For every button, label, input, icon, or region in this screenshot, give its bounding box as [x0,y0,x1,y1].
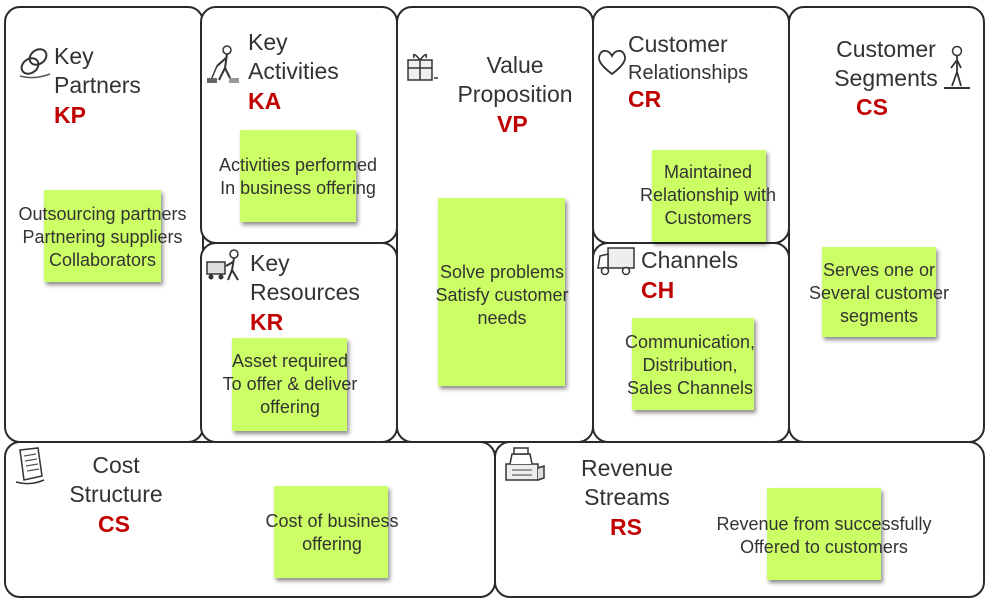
key-activities-title: Key Activities [248,28,339,86]
cost-structure-note-line: offering [302,534,362,554]
customer-relationships-sticky-note [652,150,766,242]
revenue-streams-sticky-note [767,488,881,580]
channels-sticky-note [632,318,754,410]
key-resources-title-line2: Resources [250,279,360,305]
channels-note-line: Distribution, [642,355,738,375]
customer-segments-block [788,6,985,443]
channels-abbr: CH [641,277,675,303]
key-partners-note-text: Outsourcing partners Partnering supplier… [0,203,205,272]
customer-segments-note-text: Serves one or Several customer segments [786,259,972,328]
key-partners-title: Key Partners [54,42,141,100]
customer-segments-note-line: Serves one or [822,260,936,280]
cost-structure-title-line2: Structure [69,481,163,507]
channels-note-line: Sales Channels [626,378,754,398]
value-proposition-title-line2: Proposition [457,81,573,107]
cost-structure-note-line: Cost of business [265,511,399,531]
customer-relationships-title-line2: Relationships [628,62,749,84]
key-partners-sticky-note [44,190,161,282]
key-resources-note-line: To offer & deliver [222,374,358,394]
customer-segments-note-line: Several customer [808,283,950,303]
value-proposition-title-line1: Value [486,52,544,78]
customer-relationships-note-line: Customers [664,208,752,228]
channels-title-line1: Channels [641,247,739,273]
key-partners-title-line1: Key [54,43,94,69]
key-resources-title-line1: Key [250,250,290,276]
key-partners-note-line: Partnering suppliers [22,227,183,247]
customer-relationships-title-line1: Customer [628,31,728,57]
key-partners-note-line: Outsourcing partners [18,204,187,224]
key-resources-title: Key Resources [250,249,360,307]
revenue-streams-title-line1: Revenue [580,455,674,481]
key-activities-title-line2: Activities [248,58,339,84]
value-proposition-sticky-note [438,198,565,386]
key-activities-abbr: KA [248,88,282,114]
channels-title: Channels [641,246,738,275]
cost-structure-block [4,441,496,598]
value-proposition-note-line: needs [477,308,527,328]
customer-segments-abbr: CS [856,94,888,120]
cost-structure-title: Cost Structure [56,451,176,509]
person-icon [942,44,972,92]
channels-note-line: Communication, [624,332,756,352]
revenue-streams-note-line: Revenue from successfully [716,514,932,534]
key-activities-note-line: In business offering [220,178,376,198]
key-activities-title-line1: Key [248,29,288,55]
customer-segments-title: Customer Segments [822,35,950,93]
gift-icon [402,48,440,84]
key-resources-abbr: KR [250,309,284,335]
key-activities-note-line: Activities performed [218,155,378,175]
revenue-streams-note-text: Revenue from successfully Offered to cus… [694,513,954,559]
key-partners-title-line2: Partners [54,72,141,98]
customer-relationships-note-line: Relationship with [639,185,777,205]
worker-cart-icon [204,248,244,284]
receipt-icon [12,446,48,486]
customer-segments-title-line2: Segments [834,65,938,91]
channels-note-text: Communication, Distribution, Sales Chann… [590,331,790,400]
chain-link-icon [16,44,52,80]
revenue-streams-title: Revenue Streams [566,454,688,512]
revenue-streams-note-line: Offered to customers [740,537,908,557]
value-proposition-note-line: Solve problems [439,262,565,282]
value-proposition-note-text: Solve problems Satisfy customer needs [402,261,602,330]
cost-structure-abbr: CS [98,511,130,537]
customer-segments-sticky-note [822,247,936,337]
customer-relationships-title: Customer Relationships [628,30,748,88]
cost-structure-title-line1: Cost [92,452,140,478]
cost-structure-note-text: Cost of business offering [232,510,432,556]
customer-relationships-note-line: Maintained [663,162,753,182]
revenue-streams-abbr: RS [610,514,642,540]
key-partners-abbr: KP [54,102,86,128]
key-resources-note-line: offering [260,397,320,417]
value-proposition-abbr: VP [497,111,528,137]
cash-register-icon [500,446,546,486]
customer-segments-title-line1: Customer [836,36,936,62]
customer-relationships-note-text: Maintained Relationship with Customers [608,161,808,230]
value-proposition-title: Value Proposition [396,51,634,109]
key-resources-note-line: Asset required [231,351,349,371]
key-resources-sticky-note [232,338,347,431]
key-resources-note-text: Asset required To offer & deliver offeri… [190,350,390,419]
key-activities-sticky-note [240,130,356,222]
customer-relationships-abbr: CR [628,86,662,112]
customer-segments-note-line: segments [839,306,919,326]
key-activities-note-text: Activities performed In business offerin… [198,154,398,200]
cost-structure-sticky-note [274,486,388,578]
truck-icon [596,244,638,280]
heart-icon [596,48,628,76]
worker-cleaning-icon [205,44,243,86]
revenue-streams-title-line2: Streams [584,484,670,510]
key-partners-note-line: Collaborators [48,250,157,270]
revenue-streams-block [494,441,985,598]
value-proposition-note-line: Satisfy customer [435,285,569,305]
